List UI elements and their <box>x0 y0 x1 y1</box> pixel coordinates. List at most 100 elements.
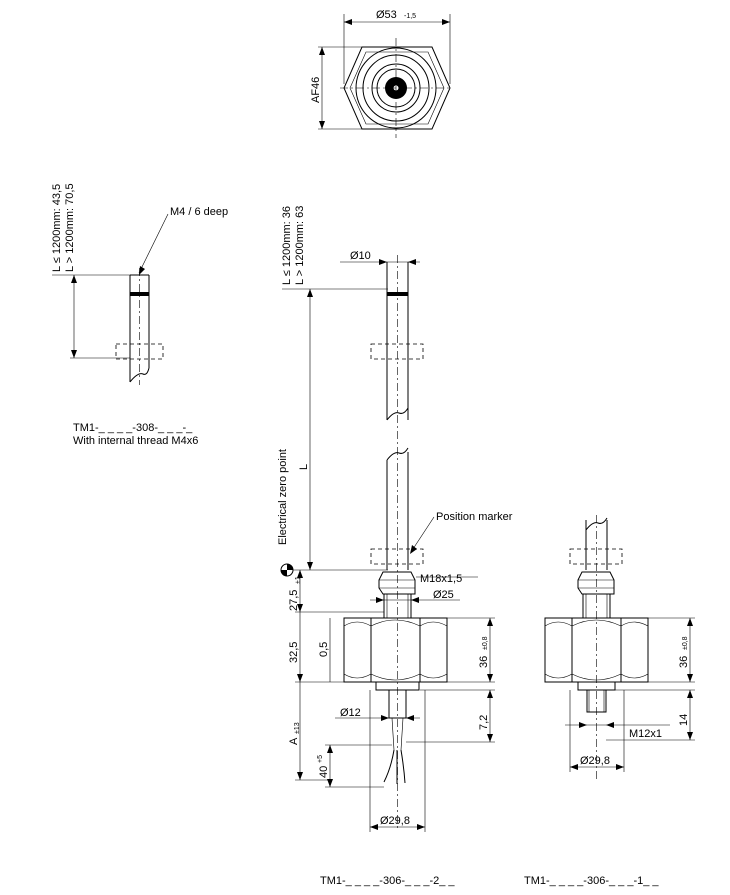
arrow <box>687 732 693 740</box>
arrow <box>139 266 145 275</box>
break-line <box>386 407 409 421</box>
dim-A-tol: ±13 <box>294 722 301 734</box>
arrow <box>408 259 416 265</box>
break-line <box>129 367 150 383</box>
arrow <box>442 19 450 25</box>
dim-27-5-tol: ±1 <box>295 576 302 584</box>
zero-point-quadrant <box>287 564 293 570</box>
variant-code: TM1-_ _ _ _-308-_ _ _-_ <box>73 422 193 434</box>
arrow <box>487 734 493 742</box>
arrow <box>379 259 387 265</box>
hex-chamfer-bottom <box>343 673 448 681</box>
nut-outline-lower <box>370 548 424 565</box>
break-line <box>386 447 409 461</box>
arrow <box>606 722 614 728</box>
arrow <box>410 545 417 554</box>
right-view: 36 ±0,8 14 M12x1 Ø29,8 TM1-_ _ _ _-306-_… <box>524 515 695 887</box>
dim-29-8: Ø29,8 <box>580 755 610 767</box>
length-label-1: L ≤ 1200mm: 43,5 <box>51 184 63 272</box>
arrow <box>307 562 313 570</box>
af-label: AF46 <box>310 77 322 103</box>
variant-description: With internal thread M4x6 <box>73 435 198 447</box>
main-view: L ≤ 1200mm: 36 L > 1200mm: 63 Ø10 L Elec… <box>277 206 513 887</box>
right-code: TM1-_ _ _ _-306-_ _ _-1_ _ <box>524 875 659 887</box>
nut-outline-upper <box>370 343 424 360</box>
dim-36: 36 <box>678 656 690 668</box>
hex-chamfer-top <box>343 619 448 627</box>
thread-callout: M4 / 6 deep <box>170 206 228 218</box>
break-line <box>585 517 608 531</box>
arrow <box>319 47 325 55</box>
diameter-label: Ø53 <box>376 9 397 21</box>
arrow <box>417 824 425 830</box>
arrow <box>327 779 333 787</box>
length-label-2: L > 1200mm: 70,5 <box>64 183 76 272</box>
zero-point-label: Electrical zero point <box>277 449 289 545</box>
length-L: L <box>298 464 310 470</box>
leader <box>410 516 435 553</box>
arrow <box>297 604 303 612</box>
dim-A: A <box>288 737 300 745</box>
wire <box>400 717 404 751</box>
arrow <box>381 715 389 721</box>
dim-12: Ø12 <box>340 707 361 719</box>
dim-0-5: 0,5 <box>318 642 330 657</box>
arrow <box>319 121 325 129</box>
dim-27-5: 27,5 <box>288 590 300 611</box>
hex-inner-outline <box>349 51 445 125</box>
arrow <box>487 674 493 682</box>
thread-head <box>378 571 416 595</box>
length-label-1: L ≤ 1200mm: 36 <box>281 206 293 285</box>
thread-m18: M18x1,5 <box>420 573 462 585</box>
arrow <box>327 745 333 753</box>
thread-m12: M12x1 <box>629 728 662 740</box>
rod-diameter: Ø10 <box>350 250 371 262</box>
position-marker-label: Position marker <box>436 511 513 523</box>
m12-stud <box>586 689 607 713</box>
arrow <box>687 690 693 698</box>
arrow <box>687 618 693 626</box>
thread-band <box>130 292 149 296</box>
dim-36-tol: ±0,8 <box>682 636 689 650</box>
arrow <box>297 570 303 578</box>
dim-29-8: Ø29,8 <box>380 815 410 827</box>
arrow <box>406 715 414 721</box>
zero-point-quadrant <box>281 570 287 576</box>
leader <box>138 213 169 274</box>
arrow <box>616 764 624 770</box>
dim-25: Ø25 <box>433 589 454 601</box>
dim-40: 40 <box>318 766 330 778</box>
arrow <box>307 289 313 297</box>
nut-outline <box>115 343 164 360</box>
thread-head <box>577 571 615 595</box>
arrow <box>297 674 303 682</box>
dim-40-tol: +5 <box>317 755 324 763</box>
arrow <box>579 722 587 728</box>
arrow <box>297 772 303 780</box>
dim-36: 36 <box>478 656 490 668</box>
arrow <box>570 764 578 770</box>
main-code: TM1-_ _ _ _-306-_ _ _-2_ _ <box>320 875 455 887</box>
arrow <box>487 690 493 698</box>
arrow <box>71 350 77 358</box>
arrow <box>376 597 384 603</box>
dim-32-5: 32,5 <box>288 642 300 663</box>
wire <box>391 717 395 751</box>
hex-chamfer-top <box>544 619 649 627</box>
arrow <box>411 597 419 603</box>
hex-body <box>343 617 448 683</box>
arrow <box>370 824 378 830</box>
internal-thread-view: L ≤ 1200mm: 43,5 L > 1200mm: 70,5 M4 / 6… <box>51 183 228 447</box>
top-view: Ø53 -1,5 AF46 <box>310 9 452 138</box>
dim-36-tol: ±0,8 <box>482 636 489 650</box>
dim-7-2: 7,2 <box>478 715 490 730</box>
length-label-2: L > 1200mm: 63 <box>294 206 306 285</box>
arrow <box>687 674 693 682</box>
nut-outline <box>569 548 623 565</box>
arrow <box>71 275 77 283</box>
diameter-tol: -1,5 <box>404 13 416 20</box>
arrow <box>344 19 352 25</box>
arrow <box>487 618 493 626</box>
hex-chamfer-bottom <box>544 673 649 681</box>
